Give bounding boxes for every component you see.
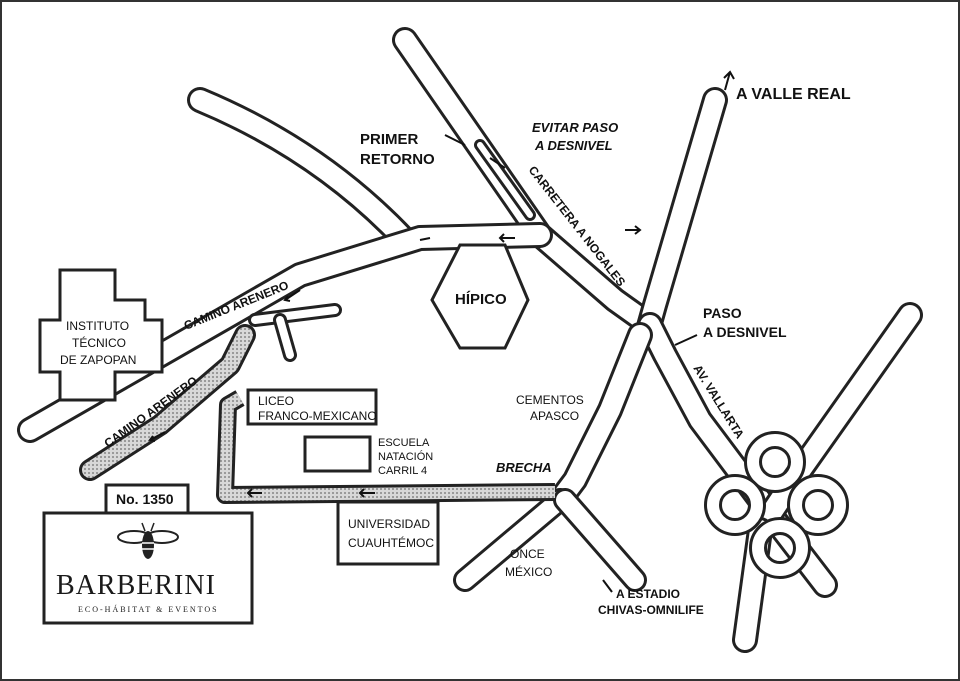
- road-network: [17, 27, 923, 653]
- label-primer-retorno-1: PRIMER: [360, 131, 419, 148]
- universidad-building: [336, 500, 440, 566]
- label-cementos-1: CEMENTOS: [516, 393, 584, 407]
- label-universidad-2: CUAUHTÉMOC: [348, 535, 434, 550]
- label-escuela-1: ESCUELA: [378, 437, 430, 449]
- label-estadio-2: CHIVAS-OMNILIFE: [598, 603, 704, 617]
- label-escuela-2: NATACIÓN: [378, 450, 433, 463]
- label-evitar-paso-2: A DESNIVEL: [534, 138, 613, 153]
- hipico-building: [430, 243, 530, 350]
- label-paso-desnivel-1: PASO: [703, 305, 742, 321]
- label-valle-real: A VALLE REAL: [736, 86, 851, 103]
- label-instituto-3: DE ZAPOPAN: [60, 353, 136, 367]
- label-once-2: MÉXICO: [505, 564, 552, 579]
- highlighted-route: [79, 324, 556, 504]
- label-instituto-2: TÉCNICO: [72, 335, 126, 350]
- number-plate: [104, 483, 190, 515]
- liceo-building: [246, 388, 378, 426]
- buildings: [38, 243, 530, 625]
- label-cementos-2: APASCO: [530, 409, 579, 423]
- label-brecha: BRECHA: [496, 460, 552, 475]
- label-number: No. 1350: [116, 491, 174, 507]
- label-paso-desnivel-2: A DESNIVEL: [703, 324, 787, 340]
- bee-icon: [117, 522, 179, 559]
- label-instituto-1: INSTITUTO: [66, 319, 129, 333]
- instituto-building: [38, 268, 164, 402]
- label-liceo-2: FRANCO-MEXICANO: [258, 409, 377, 423]
- label-once-1: ONCE: [510, 547, 545, 561]
- direction-arrows: [148, 70, 735, 593]
- label-estadio-1: A ESTADIO: [616, 587, 680, 601]
- label-hipico: HÍPICO: [455, 291, 507, 308]
- brand-name: BARBERINI: [56, 570, 216, 601]
- escuela-building: [303, 435, 372, 473]
- label-escuela-3: CARRIL 4: [378, 465, 427, 477]
- label-universidad-1: UNIVERSIDAD: [348, 517, 430, 531]
- label-primer-retorno-2: RETORNO: [360, 151, 435, 168]
- label-evitar-paso-1: EVITAR PASO: [532, 120, 618, 135]
- brand-tagline: ECO-HÁBITAT & EVENTOS: [78, 604, 219, 614]
- label-liceo-1: LICEO: [258, 394, 294, 408]
